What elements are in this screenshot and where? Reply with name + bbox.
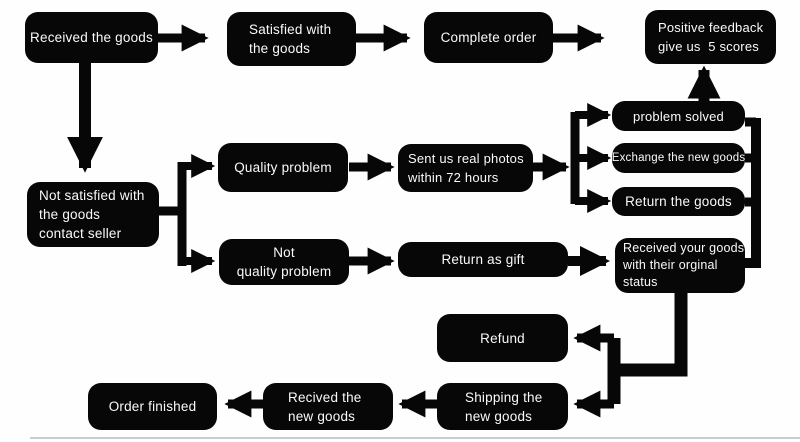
node-label-line: new goods [288,408,356,424]
node-label-line: Positive feedback [658,20,764,35]
node-quality-problem: Quality problem [218,143,348,192]
node-label-line: new goods [465,408,533,424]
node-label-line: contact seller [39,226,122,241]
connector-received-down-left [614,292,688,377]
node-refund: Refund [437,314,568,362]
node-label-line: Shipping the [465,389,543,405]
node-label-line: Received your goods [623,241,745,255]
node-label-line: the goods [39,207,101,222]
node-not-quality-problem: Not quality problem [219,239,349,285]
node-label: Order finished [108,399,197,414]
node-label-line: with their orginal [623,258,718,272]
node-label-line: Not [273,245,295,260]
node-label: problem solved [633,108,724,124]
node-return-the-goods: Return the goods [612,187,745,216]
node-label-line: Satisfied with [249,22,332,37]
node-label-line: Recived the [288,389,362,405]
node-recived-new-goods: Recived the new goods [263,383,393,430]
node-positive-feedback: Positive feedback give us 5 scores [645,10,776,64]
node-shipping-new-goods: Shipping the new goods [437,383,568,430]
node-received-the-goods: Received the goods [25,12,158,63]
node-problem-solved: problem solved [612,101,745,131]
node-satisfied-with-goods: Satisfied with the goods [227,12,356,66]
node-complete-order: Complete order [424,12,553,63]
connector-right-collector-bar [745,118,761,268]
node-label: Return as gift [441,252,525,267]
node-received-your-goods: Received your goods with their orginal s… [615,238,745,293]
node-label-line: Not satisfied with [39,188,145,203]
node-label: Return the goods [625,194,732,209]
node-label-line: give us 5 scores [658,39,759,54]
node-label-line: within 72 hours [408,170,499,185]
node-label: Quality problem [234,160,332,175]
node-label-line: quality problem [236,264,332,279]
node-sent-real-photos: Sent us real photos within 72 hours [398,144,533,192]
node-label: Exchange the new goods [611,151,746,164]
node-label: Complete order [440,30,537,45]
node-label: Received the goods [30,30,153,45]
node-label-line: status [623,275,658,289]
node-label: Refund [480,330,525,346]
image-bottom-edge-line [30,437,800,439]
node-not-satisfied: Not satisfied with the goods contact sel… [27,182,159,247]
node-exchange-new-goods: Exchange the new goods [612,143,745,173]
node-label-line: Sent us real photos [408,151,524,166]
node-order-finished: Order finished [88,383,217,430]
node-return-as-gift: Return as gift [398,242,568,277]
node-label-line: the goods [249,41,311,56]
